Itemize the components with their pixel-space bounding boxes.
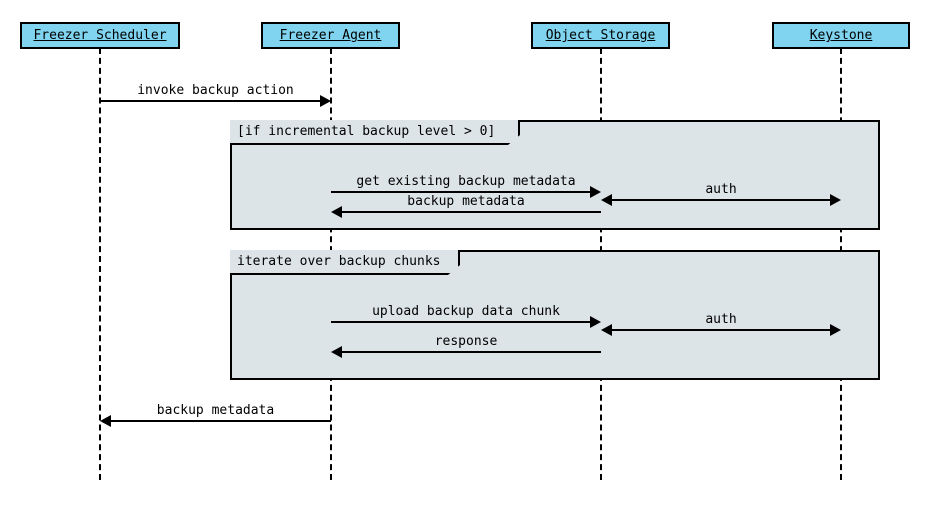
message-auth-1-label: auth — [705, 182, 737, 197]
participant-object-storage-label: Object Storage — [545, 28, 656, 43]
participant-freezer-agent[interactable]: Freezer Agent — [261, 22, 400, 49]
message-backup-metadata-1-arrowhead — [331, 206, 342, 218]
message-invoke-backup-action-label: invoke backup action — [137, 83, 294, 98]
participant-freezer-scheduler[interactable]: Freezer Scheduler — [20, 22, 180, 49]
message-get-existing-backup-metadata-arrowhead — [590, 186, 601, 198]
fragment-iterate-chunks-label: iterate over backup chunks — [237, 254, 441, 269]
participant-keystone[interactable]: Keystone — [772, 22, 910, 49]
message-upload-backup-data-chunk-label: upload backup data chunk — [372, 304, 560, 319]
message-auth-2-arrowhead-left — [601, 324, 612, 336]
message-auth-1-line — [612, 199, 831, 201]
fragment-incremental-backup-tab: [if incremental backup level > 0] — [230, 120, 520, 145]
message-backup-metadata-2-label: backup metadata — [156, 403, 275, 418]
message-invoke-backup-action-line — [100, 100, 321, 102]
message-backup-metadata-2-arrowhead — [100, 415, 111, 427]
participant-freezer-scheduler-label: Freezer Scheduler — [33, 28, 167, 43]
message-get-existing-backup-metadata-line — [331, 191, 591, 193]
fragment-incremental-backup-label: [if incremental backup level > 0] — [237, 124, 496, 139]
message-backup-metadata-2-line — [111, 420, 331, 422]
fragment-iterate-chunks-tab: iterate over backup chunks — [230, 250, 460, 275]
participant-keystone-label: Keystone — [809, 28, 873, 43]
message-response-line — [342, 351, 601, 353]
message-invoke-backup-action-arrowhead — [320, 95, 331, 107]
message-upload-backup-data-chunk-line — [331, 321, 591, 323]
message-auth-2-label: auth — [705, 312, 737, 327]
participant-object-storage[interactable]: Object Storage — [531, 22, 670, 49]
lifeline-scheduler — [99, 48, 101, 480]
message-upload-backup-data-chunk-arrowhead — [590, 316, 601, 328]
message-auth-1-arrowhead-right — [830, 194, 841, 206]
participant-freezer-agent-label: Freezer Agent — [279, 28, 382, 43]
message-backup-metadata-1-label: backup metadata — [407, 194, 525, 209]
message-response-arrowhead — [331, 346, 342, 358]
message-auth-1-arrowhead-left — [601, 194, 612, 206]
message-auth-2-arrowhead-right — [830, 324, 841, 336]
message-auth-2-line — [612, 329, 831, 331]
message-get-existing-backup-metadata-label: get existing backup metadata — [356, 174, 576, 189]
message-backup-metadata-1-line — [342, 211, 601, 213]
message-response-label: response — [434, 334, 498, 349]
